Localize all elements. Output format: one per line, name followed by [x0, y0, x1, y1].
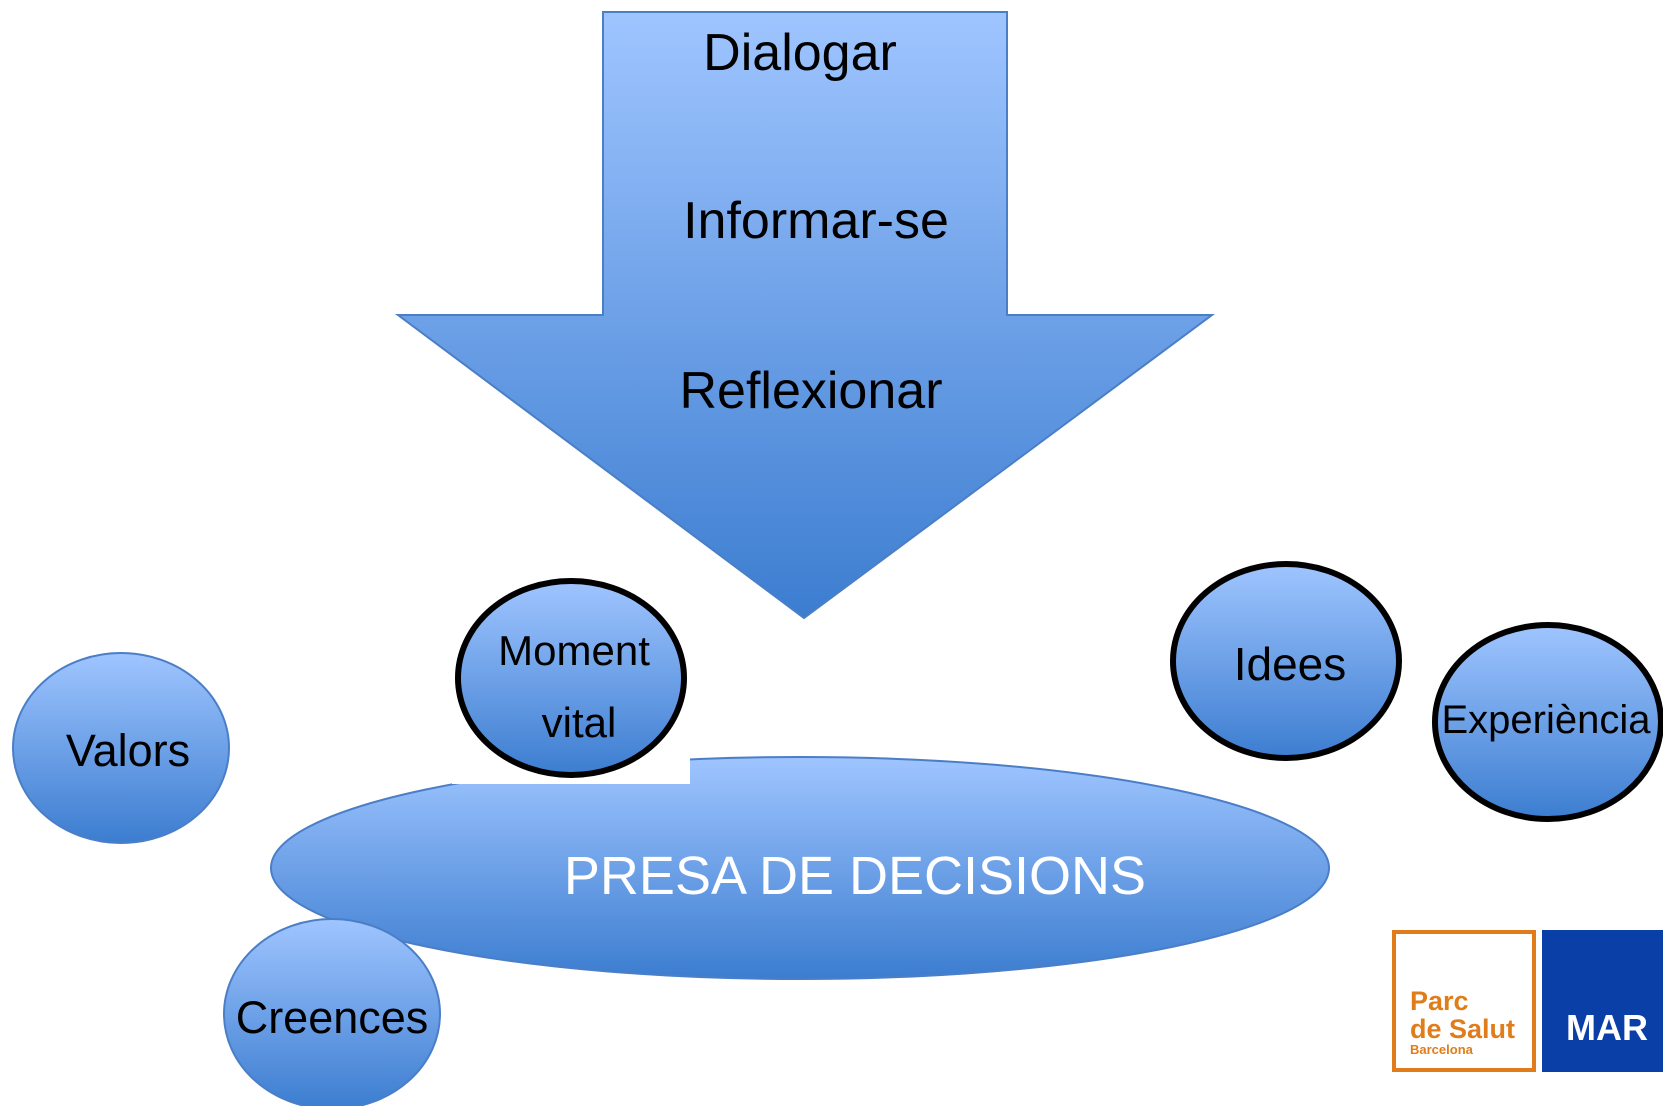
- step-reflexionar: Reflexionar: [679, 362, 942, 420]
- step-informar-se: Informar-se: [683, 192, 949, 250]
- decision-label: PRESA DE DECISIONS: [564, 846, 1146, 906]
- bubble-creences-label: Creences: [236, 992, 429, 1043]
- bubble-valors: [12, 652, 230, 844]
- logo-parc: Parc: [1410, 986, 1469, 1016]
- parc-de-salut-logo: Parc de Salut Barcelona MAR: [1392, 930, 1663, 1072]
- bubble-creences: [223, 918, 441, 1106]
- process-arrow: [394, 11, 1216, 620]
- logo-orange-box: [1392, 930, 1536, 1072]
- logo-mar: MAR: [1566, 1007, 1648, 1048]
- logo-barcelona: Barcelona: [1410, 1042, 1474, 1057]
- bubble-idees-label: Idees: [1234, 638, 1347, 690]
- bubble-experiencia-label: Experiència: [1441, 698, 1651, 742]
- bubble-idees: [1170, 561, 1402, 761]
- bubble-moment-label: Moment: [498, 627, 650, 674]
- bubble-vital-label: vital: [542, 699, 617, 746]
- decision-ellipse: [270, 756, 1330, 980]
- bubble-valors-label: Valors: [66, 725, 190, 776]
- step-dialogar: Dialogar: [703, 24, 897, 82]
- bubble-moment-vital: [455, 578, 687, 778]
- logo-blue-box: [1542, 930, 1663, 1072]
- bubble-experiencia: [1432, 622, 1663, 822]
- logo-de-salut: de Salut: [1410, 1014, 1515, 1044]
